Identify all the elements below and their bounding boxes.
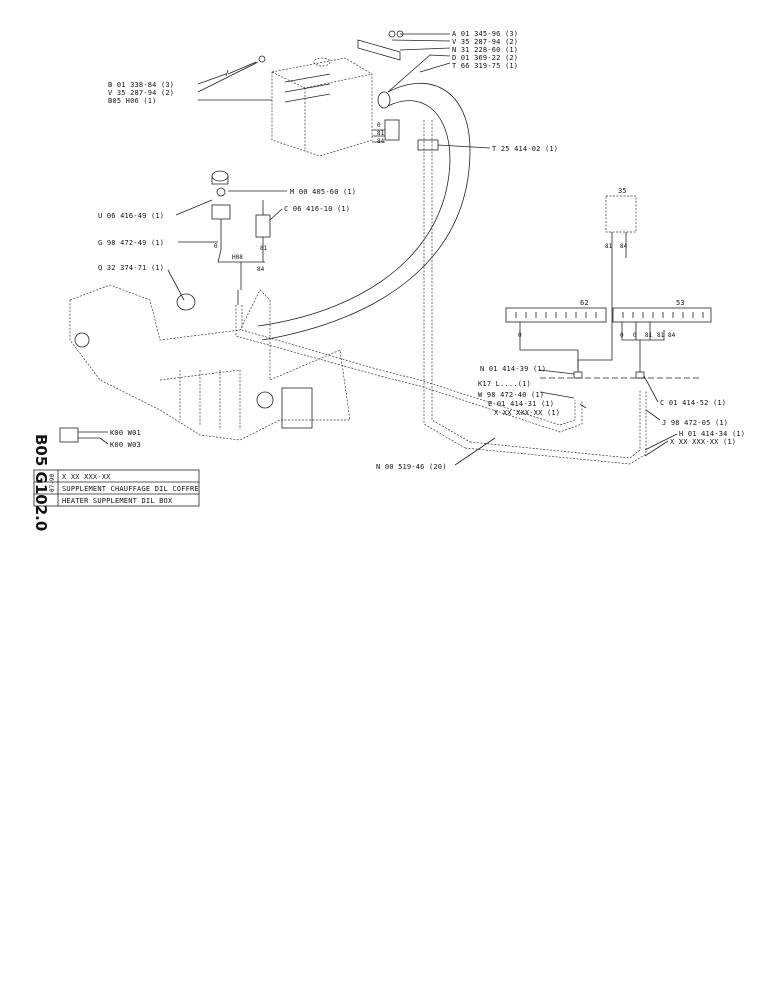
callout-n-top: N 31 228-60 (1) [452, 46, 518, 54]
callout-labels: A 01 345-96 (3) V 35 287-94 (2) N 31 228… [98, 30, 745, 471]
cap-part [176, 293, 196, 311]
callout-q: Q 32 374-71 (1) [98, 264, 164, 272]
title-english: HEATER SUPPLEMENT DIL BOX [62, 497, 173, 505]
callout-b05: B05 H06 (1) [108, 97, 157, 105]
document-code: B05 G102.0 [32, 434, 50, 531]
wire-label-b4-3: 84 [620, 243, 628, 250]
heater-box [225, 30, 404, 157]
callout-n-bottom: N 00 519-46 (20) [376, 463, 447, 471]
terminal-strips [505, 307, 712, 379]
box-label-53: 53 [676, 299, 685, 307]
wire-label-b4-1: 84 [377, 138, 385, 145]
wire-label-b4-4: 84 [668, 332, 676, 339]
callout-v-top: V 35 287-94 (2) [452, 38, 518, 46]
callout-t-mid: T 25 414-02 (1) [492, 145, 558, 153]
box-label-35: 35 [618, 187, 627, 195]
document-date: 07-90 [49, 474, 56, 492]
title-french: SUPPLEMENT CHAUFFAGE DIL COFFRE [62, 485, 199, 493]
harness-main [235, 305, 647, 465]
callout-m: M 00 405-60 (1) [290, 188, 356, 196]
wire-label-b1-5: 81 [657, 332, 665, 339]
wire-label-o-4: 0 [620, 332, 624, 339]
callout-a: A 01 345-96 (3) [452, 30, 518, 38]
switch-assembly [211, 170, 271, 290]
callout-k17: K17 L....(1) [478, 380, 531, 388]
wire-label-b1-4: 81 [645, 332, 653, 339]
callout-n-mid: N 01 414-39 (1) [480, 365, 546, 373]
machine-body [69, 284, 351, 441]
wire-label-b1-1: 81 [377, 130, 385, 137]
hose [257, 83, 471, 341]
callout-xx-e: X XX XXX-XX (1) [494, 409, 560, 417]
wire-label-b1-3: 81 [605, 243, 613, 250]
callout-xx-h: X XX XXX-XX (1) [670, 438, 736, 446]
callout-d: D 01 369-22 (2) [452, 54, 518, 62]
box-label-62: 62 [580, 299, 589, 307]
callout-u: U 06 416-49 (1) [98, 212, 164, 220]
callout-h: H 01 414-34 (1) [679, 430, 745, 438]
harness-vertical [417, 120, 471, 449]
callout-j: J 98 472-05 (1) [662, 419, 728, 427]
callout-c-right: C 01 414-52 (1) [660, 399, 726, 407]
relay-connector [372, 119, 400, 143]
wire-label-o-5: 0 [633, 332, 637, 339]
part-reference: X XX XXX-XX [62, 473, 111, 481]
wire-label-b1-2: 81 [260, 245, 268, 252]
wire-label-o-1: 0 [377, 122, 381, 129]
callout-b: B 01 338-84 (3) [108, 81, 174, 89]
leader-lines [99, 33, 678, 466]
callout-c-switch: C 06 416-10 (1) [284, 205, 350, 213]
callout-w: W 98 472-40 (1) [478, 391, 544, 399]
callout-k00-1: K00 W01 [110, 429, 141, 437]
title-block: B05 G102.0 07-90 X XX XXX-XX SUPPLEMENT … [32, 434, 200, 531]
callout-e: E 01 414-31 (1) [488, 400, 554, 408]
callout-t-top: T 66 319-75 (1) [452, 62, 518, 70]
callout-k00-2: K00 W03 [110, 441, 141, 449]
callout-v-left: V 35 287-94 (2) [108, 89, 174, 97]
wire-label-o-3: 0 [518, 332, 522, 339]
callout-g: G 98 472-49 (1) [98, 239, 164, 247]
wire-label-o-2: 0 [214, 243, 218, 250]
wire-label-h08: H08 [232, 254, 243, 261]
wire-labels: 0 81 84 0 81 H08 84 35 81 84 62 53 0 0 0… [214, 122, 685, 339]
wire-label-b4-2: 84 [257, 266, 265, 273]
relay-box-35 [577, 195, 637, 372]
plug-detail [59, 427, 100, 443]
